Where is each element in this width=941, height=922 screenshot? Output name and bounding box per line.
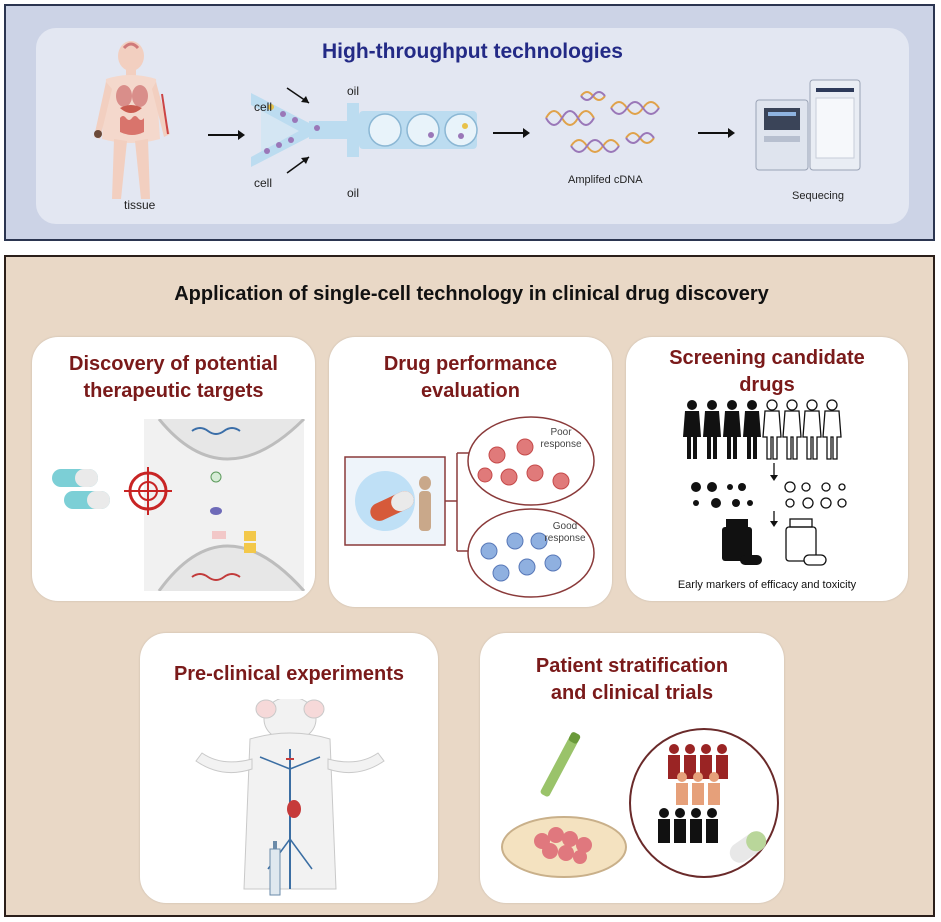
sequencer-machine-icon: [755, 79, 861, 171]
human-body-icon: [94, 41, 170, 199]
card-drug-performance: Drug performance evaluation: [329, 337, 612, 607]
drug-performance-illustration: Poor response Good response: [344, 416, 595, 598]
good-response-label-line2: response: [544, 533, 586, 544]
arrow-right-icon: [493, 128, 530, 138]
amplified-cdna-label: Amplifed cDNA: [568, 174, 643, 186]
oil-label-lower: oil: [347, 186, 360, 200]
cell-label-lower: cell: [254, 176, 273, 190]
card-title-line1: Patient stratification: [535, 655, 729, 677]
arrow-right-icon: [698, 128, 735, 138]
card-title-line1: Drug performance: [383, 353, 558, 375]
card-title-line1: Screening candidate: [669, 347, 865, 369]
card-title-line2: drugs: [739, 374, 795, 396]
high-throughput-title: High-throughput technologies: [322, 40, 623, 63]
card-title-line1: Discovery of potential: [69, 353, 278, 375]
dna-strands-icon: [545, 91, 660, 153]
card-title-line2: therapeutic targets: [83, 380, 264, 402]
arrow-right-icon: [208, 130, 245, 140]
clinical-drug-discovery-title: Application of single-cell technology in…: [174, 283, 769, 305]
sequencing-label: Sequecing: [792, 190, 844, 202]
card-patient-stratification: Patient stratification and clinical tria…: [480, 633, 784, 903]
clinical-drug-discovery-panel: Application of single-cell technology in…: [4, 255, 935, 917]
poor-response-label-line1: Poor: [550, 427, 572, 438]
screening-caption: Early markers of efficacy and toxicity: [677, 579, 857, 591]
tissue-label: tissue: [124, 198, 156, 212]
cell-label-upper: cell: [254, 100, 273, 114]
mouse-illustration: [195, 699, 385, 896]
microfluidic-device-icon: [251, 87, 478, 174]
card-screening-drugs: Screening candidate drugs: [626, 337, 908, 601]
poor-response-label-line2: response: [540, 439, 582, 450]
screening-illustration: [683, 399, 847, 566]
high-throughput-inner-box: High-throughput technologies tissue: [36, 28, 909, 224]
good-response-label-line1: Good: [553, 521, 577, 532]
card-preclinical-experiments: Pre-clinical experiments: [140, 633, 438, 903]
high-throughput-panel: High-throughput technologies tissue: [4, 4, 935, 241]
card-therapeutic-targets: Discovery of potential therapeutic targe…: [32, 337, 315, 601]
card-title: Pre-clinical experiments: [173, 663, 405, 685]
patient-stratification-illustration: [501, 728, 779, 878]
card-title-line2: and clinical trials: [550, 682, 714, 704]
oil-label-upper: oil: [347, 84, 360, 98]
card-title-line2: evaluation: [421, 380, 520, 402]
therapeutic-target-illustration: [52, 419, 306, 591]
